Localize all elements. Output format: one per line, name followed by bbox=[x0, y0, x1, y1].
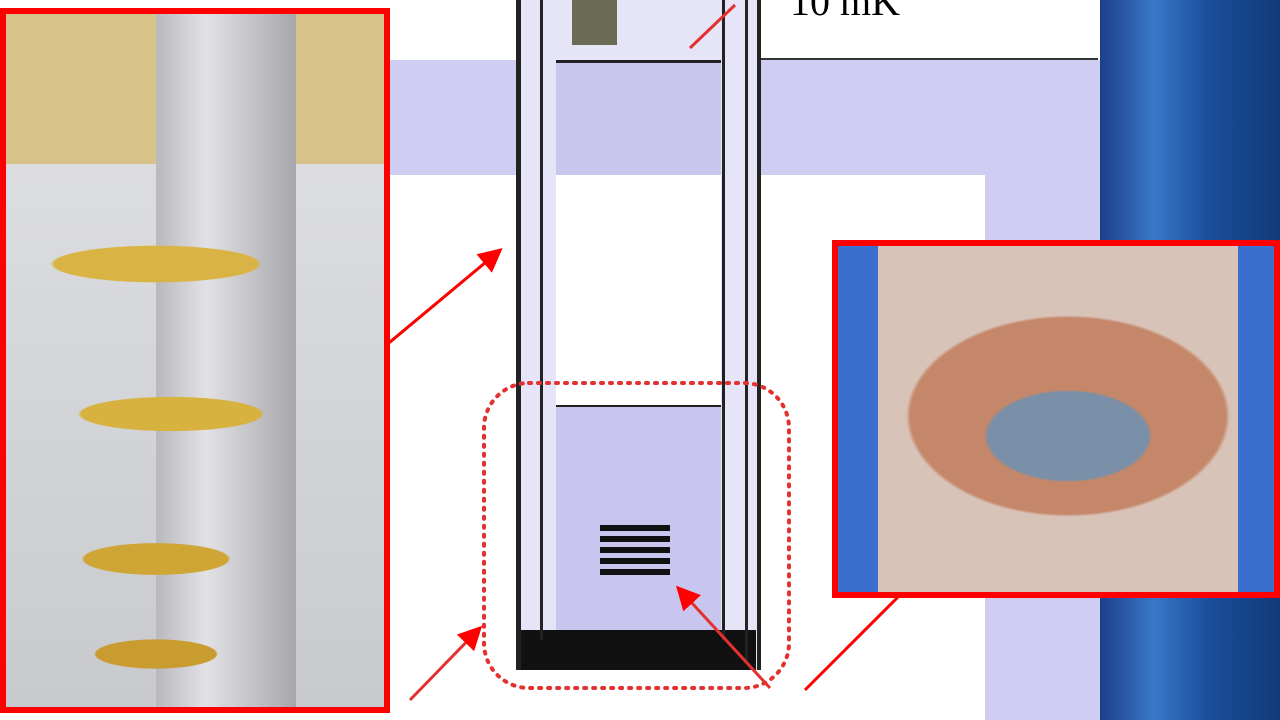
arrow-to-sample bbox=[675, 585, 772, 690]
temperature-label: 10 mK bbox=[790, 0, 900, 24]
upper-device bbox=[572, 0, 617, 45]
sample-device-icon bbox=[600, 525, 670, 580]
dewar-wall-right-2 bbox=[757, 0, 761, 670]
inner-chamber bbox=[556, 175, 721, 405]
label-box bbox=[760, 0, 1098, 60]
dewar-wall-right-1 bbox=[745, 0, 748, 660]
arrow-to-box bbox=[408, 625, 483, 702]
sample-holder-photo bbox=[832, 240, 1280, 598]
dewar-wall-inner-left bbox=[540, 0, 543, 640]
dewar-wall-left bbox=[516, 0, 521, 670]
dewar-bottom bbox=[520, 630, 756, 670]
dilution-refrigerator-photo bbox=[0, 8, 390, 713]
cold-plate bbox=[556, 60, 721, 178]
dewar-wall-inner-right bbox=[722, 0, 725, 640]
arrow-to-10mk bbox=[688, 3, 737, 50]
highlight-dotted-box bbox=[482, 381, 791, 690]
